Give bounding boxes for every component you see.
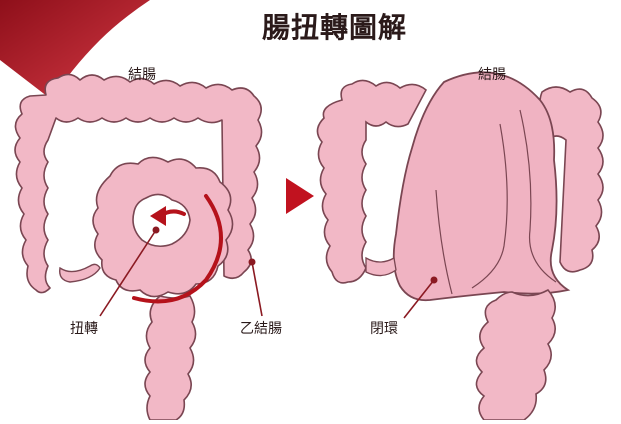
closed-loop-dot: [431, 277, 438, 284]
transition-arrow: [286, 178, 314, 214]
label-torsion: 扭轉: [70, 318, 98, 338]
sigmoid-dot: [249, 259, 256, 266]
rectum-left: [145, 296, 196, 420]
appendix-left: [60, 264, 100, 282]
closed-loop: [394, 72, 568, 300]
sigmoid-leader: [252, 262, 262, 316]
diagram-title: 腸扭轉圖解: [262, 6, 407, 46]
left-colon: [15, 74, 262, 420]
twist-arrowhead: [150, 206, 166, 226]
rectum-right: [476, 290, 555, 420]
appendix-right: [366, 258, 396, 276]
label-closed-loop: 閉環: [370, 318, 398, 338]
label-colon-left: 結腸: [128, 64, 156, 84]
label-sigmoid: 乙結腸: [240, 318, 282, 338]
twisted-sigmoid: [93, 157, 233, 296]
label-colon-right: 結腸: [478, 64, 506, 84]
torsion-dot: [153, 227, 160, 234]
right-colon: [317, 72, 603, 420]
